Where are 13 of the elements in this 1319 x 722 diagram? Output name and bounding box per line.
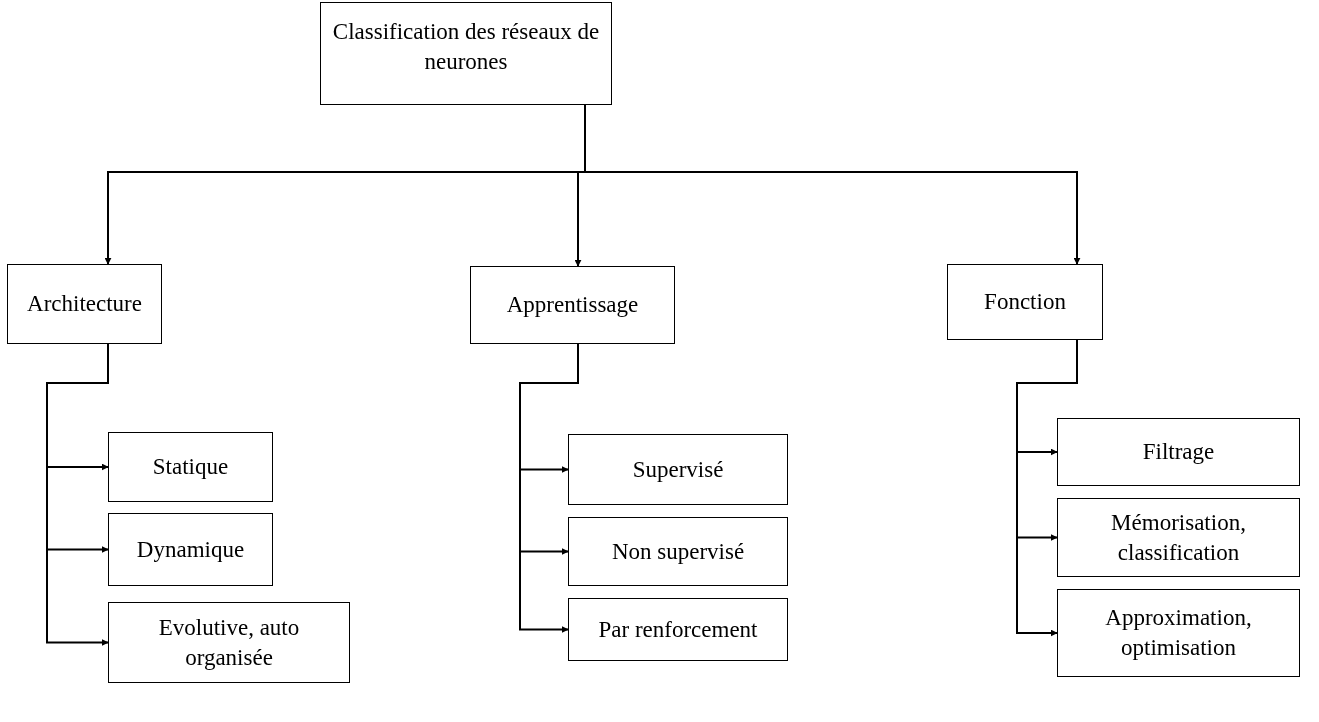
category-box: Architecture: [7, 264, 162, 344]
category-box: Fonction: [947, 264, 1103, 340]
category-box: Statique: [108, 432, 273, 502]
category-box: Non supervisé: [568, 517, 788, 586]
category-box: Supervisé: [568, 434, 788, 505]
category-box: Classification des réseaux de neurones: [320, 2, 612, 105]
category-box: Dynamique: [108, 513, 273, 586]
category-box: Par renforcement: [568, 598, 788, 661]
category-box: Filtrage: [1057, 418, 1300, 486]
category-box: Apprentissage: [470, 266, 675, 344]
category-box: Evolutive, auto organisée: [108, 602, 350, 683]
category-box: Approximation, optimisation: [1057, 589, 1300, 677]
category-box: Mémorisation, classification: [1057, 498, 1300, 577]
